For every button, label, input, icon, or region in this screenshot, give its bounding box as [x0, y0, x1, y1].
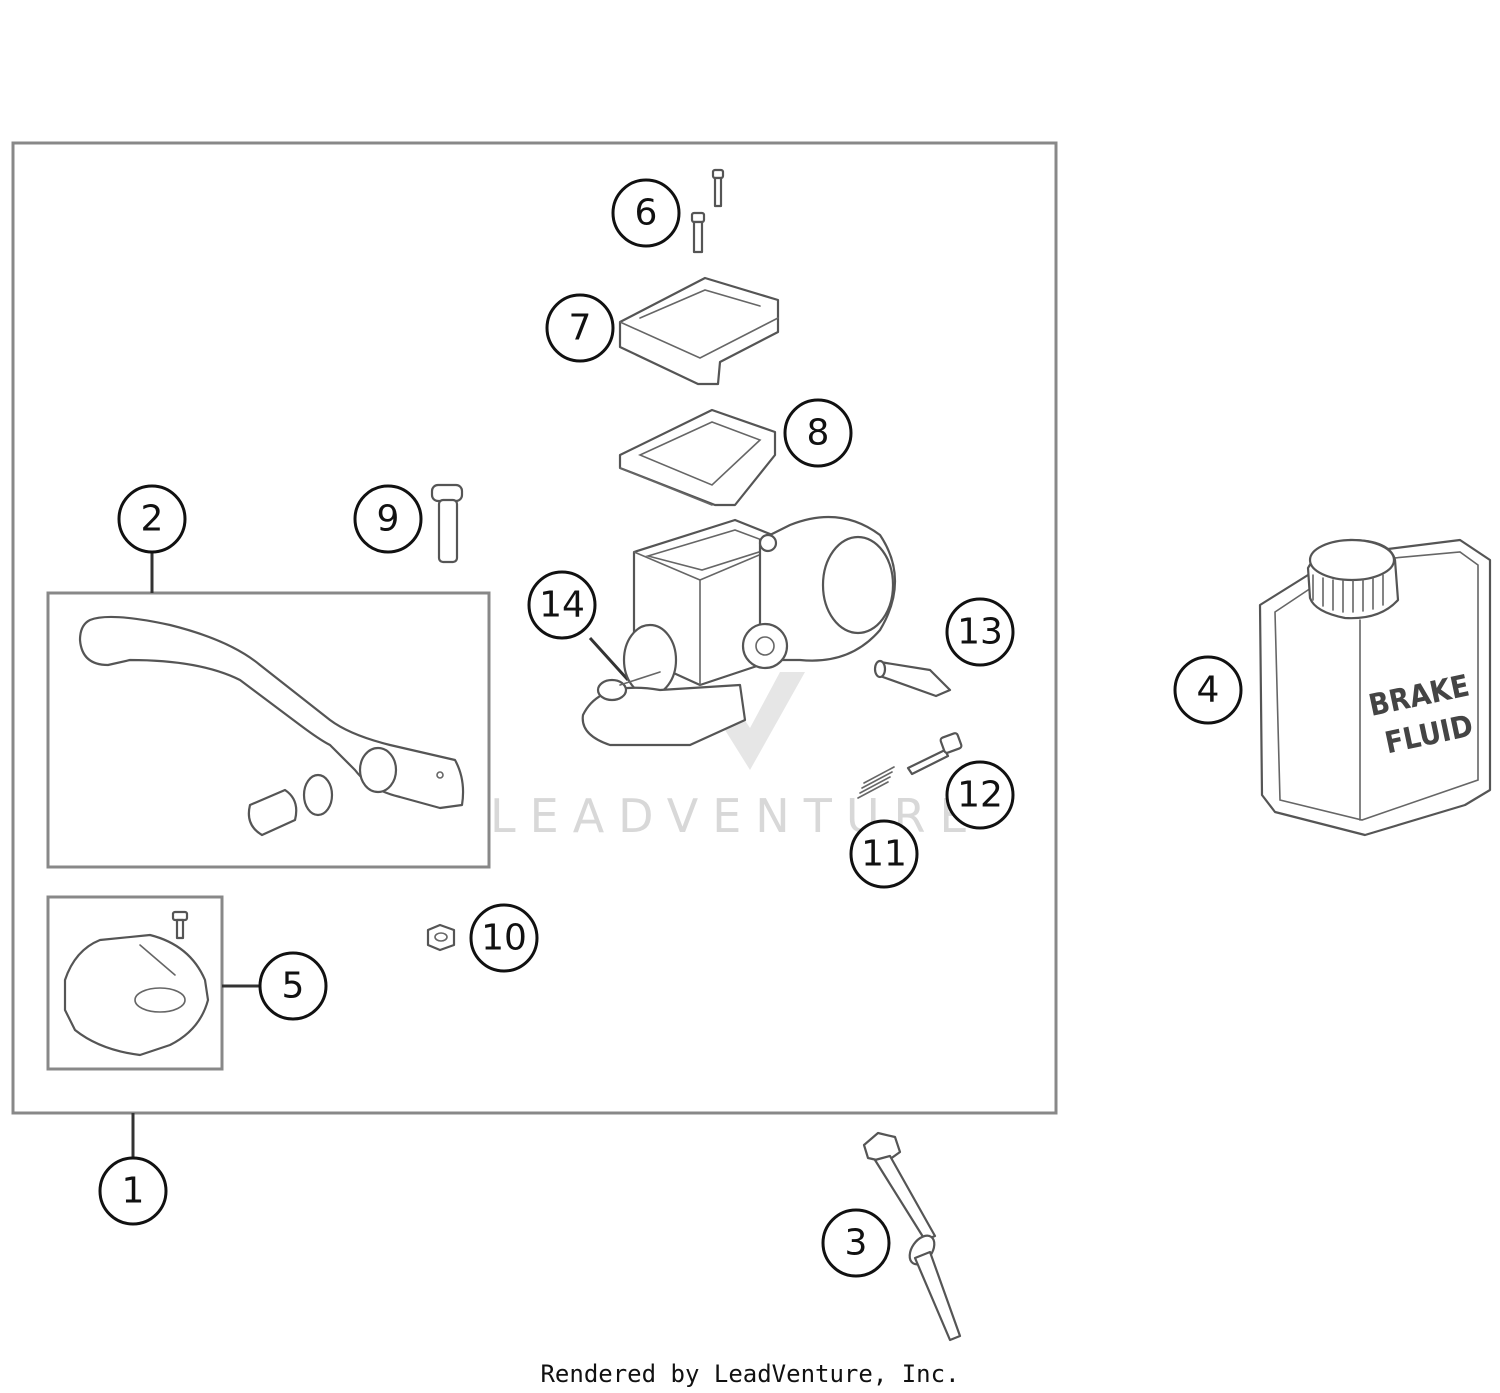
brake-lever-icon	[78, 615, 465, 837]
callout-10: 10	[469, 903, 539, 973]
spring-icon	[857, 766, 895, 799]
pivot-pin-icon	[430, 483, 464, 564]
brake-line-icon	[862, 1131, 962, 1342]
callout-label-8: 8	[807, 413, 830, 454]
callout-1: 1	[98, 1156, 168, 1226]
master-cylinder-icon	[581, 515, 896, 747]
diaphragm-icon	[618, 408, 777, 507]
nut-icon	[426, 923, 456, 952]
adjuster-screw-icon	[906, 732, 963, 776]
callout-14: 14	[527, 570, 597, 640]
callout-label-4: 4	[1197, 670, 1220, 711]
callout-4: 4	[1173, 655, 1243, 725]
callout-8: 8	[783, 398, 853, 468]
callout-label-10: 10	[481, 918, 527, 959]
callout-label-7: 7	[569, 308, 592, 349]
callout-label-2: 2	[141, 499, 164, 540]
callout-11: 11	[849, 819, 919, 889]
callout-label-5: 5	[282, 966, 305, 1007]
callout-label-13: 13	[957, 612, 1003, 653]
callout-12: 12	[945, 760, 1015, 830]
callout-label-6: 6	[635, 193, 658, 234]
screw-icon	[690, 168, 725, 254]
callout-2: 2	[117, 484, 187, 554]
bolt-icon	[873, 659, 952, 698]
callout-5: 5	[258, 951, 328, 1021]
assembly-frame	[11, 141, 1058, 1115]
reservoir-cover-icon	[618, 276, 780, 386]
leader-lines	[131, 552, 630, 1158]
callout-9: 9	[353, 484, 423, 554]
callout-label-9: 9	[377, 499, 400, 540]
guard-subframe	[46, 895, 224, 1071]
callout-7: 7	[545, 293, 615, 363]
callout-13: 13	[945, 597, 1015, 667]
callout-label-3: 3	[845, 1223, 868, 1264]
callout-label-1: 1	[122, 1171, 145, 1212]
footer-credit: Rendered by LeadVenture, Inc.	[540, 1360, 959, 1388]
callout-label-11: 11	[861, 834, 907, 875]
callout-label-14: 14	[539, 585, 585, 626]
lever-subframe	[46, 591, 491, 869]
callout-label-12: 12	[957, 775, 1003, 816]
callout-3: 3	[821, 1208, 891, 1278]
lever-guard-icon	[63, 910, 210, 1057]
brake-fluid-can-icon: BRAKE FLUID	[1258, 538, 1492, 837]
callout-6: 6	[611, 178, 681, 248]
